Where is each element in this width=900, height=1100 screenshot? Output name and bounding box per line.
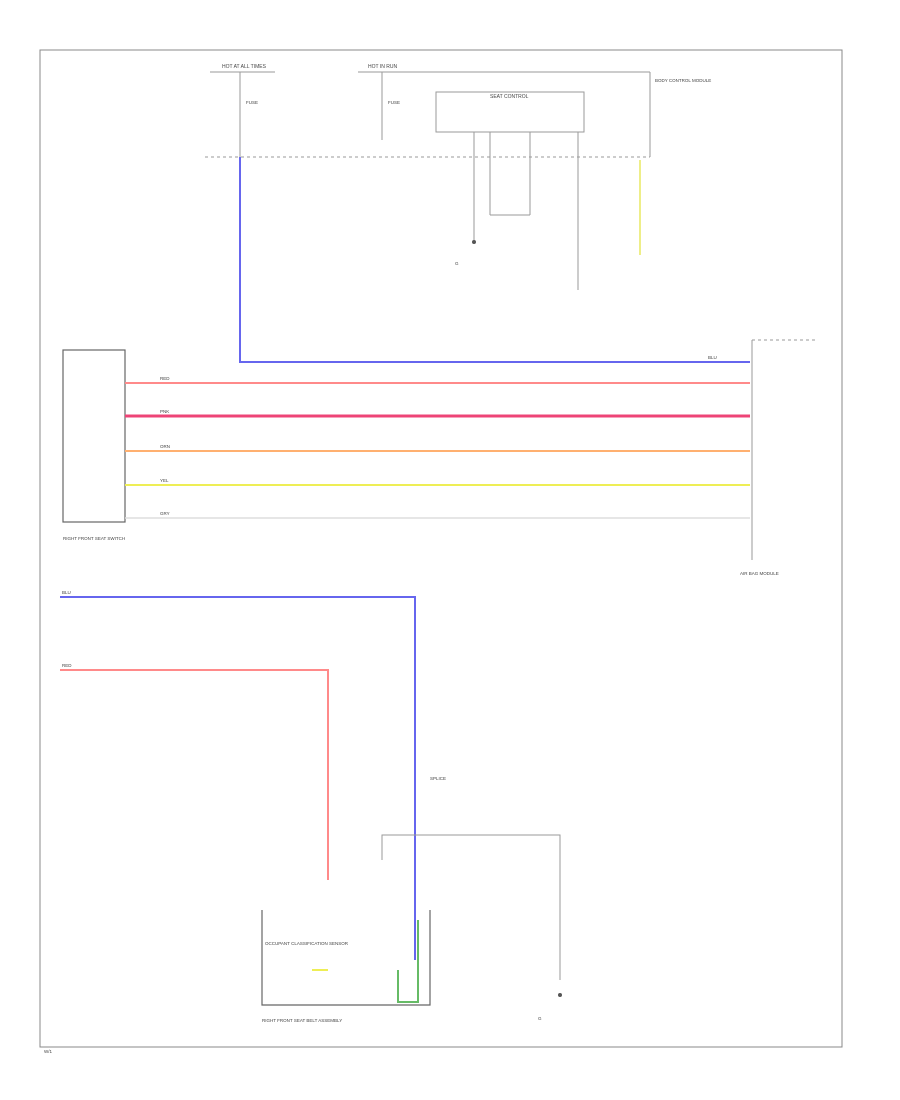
wire-yel-label: YEL [160, 478, 169, 483]
occupant-sensor-label: OCCUPANT CLASSIFICATION SENSOR [265, 941, 349, 946]
wire-yel: YEL [125, 478, 750, 486]
airbag-module: AIR BAG MODULE [740, 339, 815, 576]
wire-red-bottom-label: RED [62, 663, 72, 668]
hot-at-all-times-label-1: HOT AT ALL TIMES [222, 64, 267, 70]
wire-orn-label: ORN [160, 444, 170, 449]
wire-blu-top-label: BLU [708, 355, 717, 360]
power-feeds: HOT AT ALL TIMES HOT IN RUN FUSE FUSE BO… [205, 64, 711, 158]
body-control-module-label: BODY CONTROL MODULE [655, 78, 711, 83]
wire-blu-bottom-label: BLU [62, 590, 71, 595]
fuse-label-1: FUSE [246, 100, 258, 105]
ground-symbol-1 [472, 240, 476, 244]
wire-red-1: RED [125, 376, 750, 384]
seat-ecu-block: SEAT CONTROL G [435, 91, 585, 290]
ground-symbol-2 [558, 993, 562, 997]
ground-label-1: G [455, 261, 459, 266]
hot-in-run-label-2: HOT IN RUN [368, 64, 397, 70]
ground-label-2: G [538, 1016, 542, 1021]
airbag-module-label: AIR BAG MODULE [740, 571, 779, 576]
front-seat-switch: RIGHT FRONT SEAT SWITCH [62, 349, 126, 541]
wire-gry-label: GRY [160, 511, 170, 516]
wire-grn [397, 920, 419, 1003]
front-seat-switch-label: RIGHT FRONT SEAT SWITCH [63, 536, 125, 541]
wire-red-1-label: RED [160, 376, 170, 381]
seat-belt-assembly: OCCUPANT CLASSIFICATION SENSOR RIGHT FRO… [261, 910, 431, 1023]
wire-pnk: PNK [125, 409, 750, 418]
wire-blu-top: BLU [239, 157, 750, 363]
seat-belt-assembly-label: RIGHT FRONT SEAT BELT ASSEMBLY [262, 1018, 342, 1023]
wire-orn: ORN [125, 444, 750, 452]
corner-code: W/1 [44, 1049, 52, 1054]
seat-ecu-header: SEAT CONTROL [490, 94, 529, 100]
wire-gry: GRY [125, 511, 750, 519]
fuse-label-2: FUSE [388, 100, 400, 105]
diagram-frame [39, 49, 843, 1048]
wire-pnk-label: PNK [160, 409, 169, 414]
wire-blu-bottom: BLU [60, 590, 416, 960]
splice-label: SPLICE [430, 776, 446, 781]
ground-2-feed: G [381, 834, 562, 1021]
wire-red-bottom: RED [60, 663, 329, 880]
